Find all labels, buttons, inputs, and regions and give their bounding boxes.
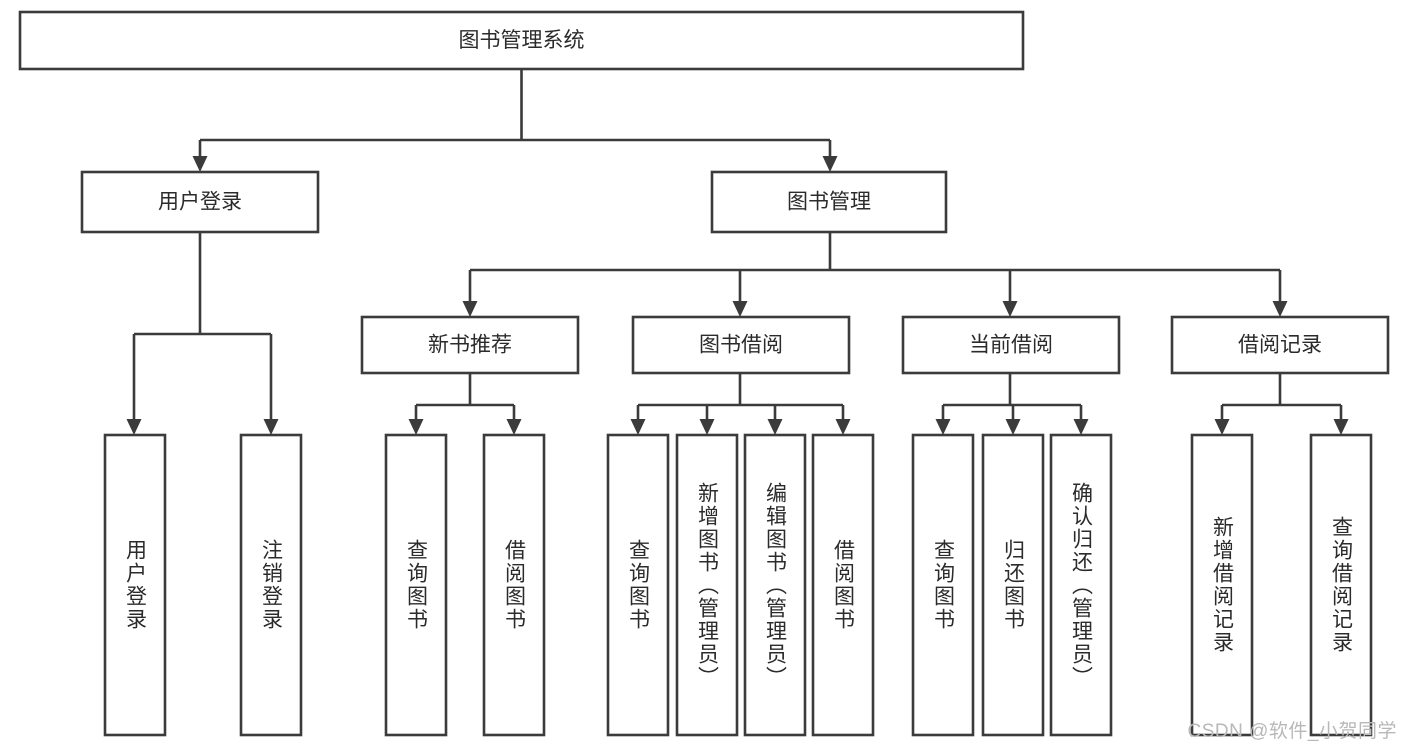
arrow-head-icon [1272,301,1288,317]
node-box-leaf-add-book[interactable] [675,433,739,737]
node-box-leaf-borrow-book-new[interactable] [482,433,546,737]
node-label: 图书管理 [787,191,871,214]
node-box-leaf-query-book-new[interactable] [384,433,448,737]
node-box-leaf-query-book-borrow[interactable] [606,433,670,737]
csdn-watermark: CSDN @软件_小贺同学 [1187,721,1397,742]
node-box-root[interactable] [18,10,1025,71]
node-box-leaf-query-book-current[interactable] [911,433,975,737]
arrow-head-icon [1073,419,1089,435]
node-box-leaf-query-record[interactable] [1309,433,1373,737]
arrow-head-icon [822,156,838,172]
node-box-leaf-confirm-return[interactable] [1049,433,1113,737]
arrow-head-icon [1002,301,1018,317]
arrow-head-icon [935,419,951,435]
node-label: 新书推荐 [428,334,512,357]
node-label: 图书管理系统 [459,29,585,52]
arrow-head-icon [192,156,208,172]
arrow-head-icon [506,419,522,435]
node-box-leaf-borrow-book[interactable] [811,433,875,737]
arrow-head-icon [699,419,715,435]
arrow-head-icon [263,419,279,435]
node-box-user-login[interactable] [80,170,320,234]
arrow-head-icon [126,419,142,435]
node-label: 图书借阅 [699,334,783,357]
node-box-leaf-add-record[interactable] [1190,433,1254,737]
node-box-new-book-recommend[interactable] [360,315,580,375]
arrow-head-icon [1333,419,1349,435]
arrow-head-icon [408,419,424,435]
node-box-borrow-record[interactable] [1170,315,1390,375]
node-box-book-management[interactable] [710,170,948,234]
node-label: 当前借阅 [969,334,1053,357]
arrow-head-icon [732,301,748,317]
node-box-leaf-return-book[interactable] [981,433,1045,737]
arrow-head-icon [462,301,478,317]
arrow-head-icon [1005,419,1021,435]
node-box-leaf-user-logout[interactable] [239,433,303,737]
node-box-leaf-edit-book[interactable] [743,433,807,737]
arrow-head-icon [767,419,783,435]
node-box-book-borrow[interactable] [631,315,851,375]
node-box-leaf-user-login[interactable] [103,433,167,737]
node-box-current-borrow[interactable] [901,315,1121,375]
node-label: 借阅记录 [1238,334,1322,357]
arrow-head-icon [630,419,646,435]
node-label: 用户登录 [158,191,242,214]
node-box-layer [18,10,1390,737]
arrow-head-icon [835,419,851,435]
arrow-head-icon [1214,419,1230,435]
arrow-head-layer [126,156,1349,435]
